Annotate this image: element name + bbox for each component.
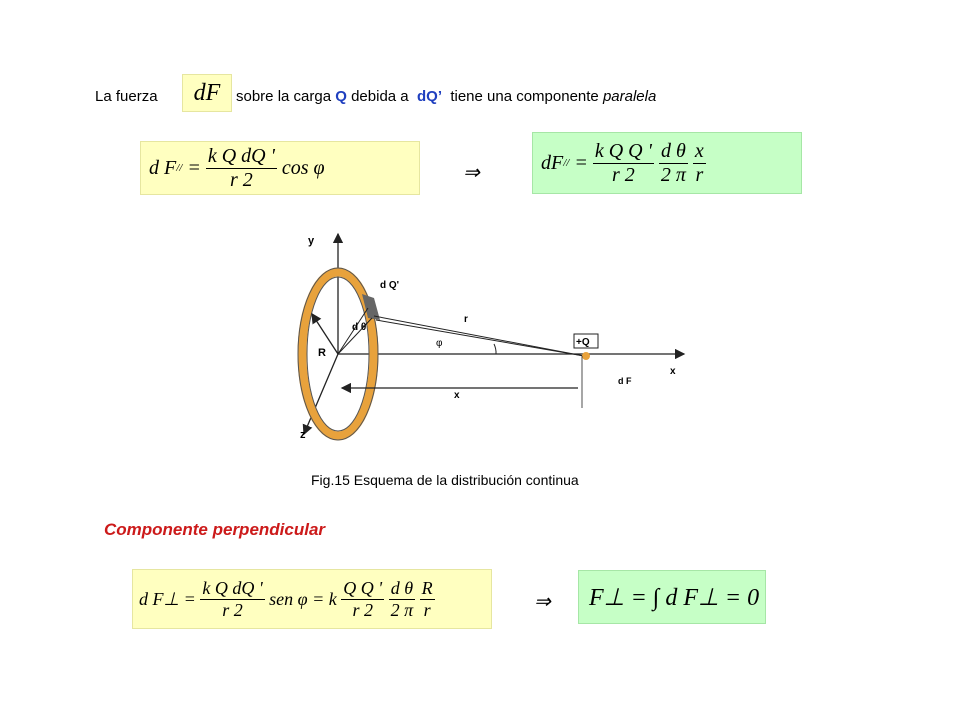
eq3-den-1: r 2: [222, 599, 243, 620]
eq2-num-3: x: [692, 139, 706, 164]
eq2-fraction-2: d θ 2 π: [658, 139, 688, 187]
eq3-num-4: R: [419, 577, 435, 600]
eq3-num-1: k Q dQ ': [200, 577, 265, 600]
intro-line: La fuerza: [95, 88, 158, 105]
eq2-sub: //: [563, 157, 570, 169]
intro-text-1: La fuerza: [95, 88, 158, 105]
intro-parallel: paralela: [602, 88, 657, 105]
equation-parallel-2: dF // = k Q Q ' r 2 d θ 2 π x r: [532, 132, 802, 194]
eq3-den-3: 2 π: [390, 599, 414, 620]
intro-text-3: debida a: [351, 88, 409, 105]
eq2-lhs: dF: [541, 151, 564, 174]
eq3-fraction-2: Q Q ' r 2: [341, 577, 385, 621]
r-line-2: [375, 319, 585, 357]
eq3-den-4: r: [423, 599, 431, 620]
implies-arrow-1: ⇒: [463, 162, 480, 184]
r-label: r: [464, 314, 468, 325]
intro-text-4: tiene una componente: [450, 88, 599, 105]
eq3-middle: sen φ = k: [269, 588, 337, 609]
eq1-numerator: k Q dQ ': [205, 144, 277, 169]
eq2-fraction-3: x r: [692, 139, 706, 187]
eq1-equals: =: [187, 156, 201, 179]
eq3-num-2: Q Q ': [341, 577, 385, 600]
dtheta-label: d θ: [352, 322, 366, 333]
ring-outer-edge: [297, 267, 379, 441]
perpendicular-heading: Componente perpendicular: [104, 520, 326, 539]
intro-line-2: sobre la carga Q debida a dQ’ tiene una …: [236, 88, 656, 105]
eq1-cos-phi: cos φ: [281, 156, 325, 179]
plus-q-box: [573, 333, 599, 349]
eq3-fraction-4: R r: [419, 577, 435, 621]
eq1-denominator: r 2: [229, 168, 253, 191]
eq3-fraction-1: k Q dQ ' r 2: [200, 577, 265, 621]
eq3-fraction-3: d θ 2 π: [388, 577, 416, 621]
phi-label-1: φ: [436, 338, 443, 349]
eq2-fraction-1: k Q Q ' r 2: [592, 139, 654, 187]
radius-arrow: [311, 312, 339, 355]
charged-ring: [297, 267, 379, 441]
z-axis: [302, 353, 339, 436]
eq3-num-3: d θ: [388, 577, 416, 600]
dq-label: d Q': [380, 280, 399, 291]
equation-perpendicular-1: d F⊥ = k Q dQ ' r 2 sen φ = k Q Q ' r 2 …: [132, 569, 492, 629]
radius-label: R: [318, 347, 326, 359]
ring-inner-edge: [306, 276, 370, 432]
r-line: [373, 315, 585, 357]
x-distance-label: x: [454, 390, 460, 401]
y-axis-label: y: [308, 235, 315, 247]
eq4-text: F⊥ = ∫ d F⊥ = 0: [589, 584, 760, 611]
eq1-sub: //: [176, 162, 183, 174]
ring-diagram: y z x d Q' R d θ r φ +Q x d F: [297, 232, 686, 441]
equation-perpendicular-2: F⊥ = ∫ d F⊥ = 0: [578, 570, 766, 624]
charge-q: Q: [335, 88, 347, 105]
point-charge: [582, 352, 590, 360]
figure-caption: Fig.15 Esquema de la distribución contin…: [311, 472, 579, 488]
phi-arc: [493, 343, 497, 355]
eq2-den-2: 2 π: [660, 163, 686, 186]
charge-dq: dQ’: [416, 88, 442, 105]
eq3-lhs: d F⊥ =: [139, 588, 196, 609]
x-axis-label: x: [670, 366, 676, 377]
eq2-equals: =: [574, 151, 588, 174]
dtheta-line-2: [337, 317, 373, 355]
df-vector-symbol: dF: [193, 80, 221, 106]
eq3-den-2: r 2: [352, 599, 373, 620]
eq2-den-1: r 2: [611, 163, 635, 186]
equation-parallel-1: d F // = k Q dQ ' r 2 cos φ: [140, 141, 420, 195]
dtheta-line-1: [337, 307, 369, 355]
eq1-fraction: k Q dQ ' r 2: [205, 144, 277, 192]
df-vector-box: dF: [182, 74, 232, 112]
eq2-num-2: d θ: [658, 139, 688, 164]
plus-q-label: +Q: [576, 337, 590, 348]
charge-element: [362, 294, 380, 320]
df-label: d F: [618, 376, 632, 386]
eq1-lhs: d F: [149, 156, 177, 179]
z-axis-label: z: [300, 429, 306, 441]
intro-text-2: sobre la carga: [236, 88, 332, 105]
implies-arrow-2: ⇒: [534, 591, 551, 613]
eq2-num-1: k Q Q ': [592, 139, 654, 164]
eq2-den-3: r: [695, 163, 704, 186]
